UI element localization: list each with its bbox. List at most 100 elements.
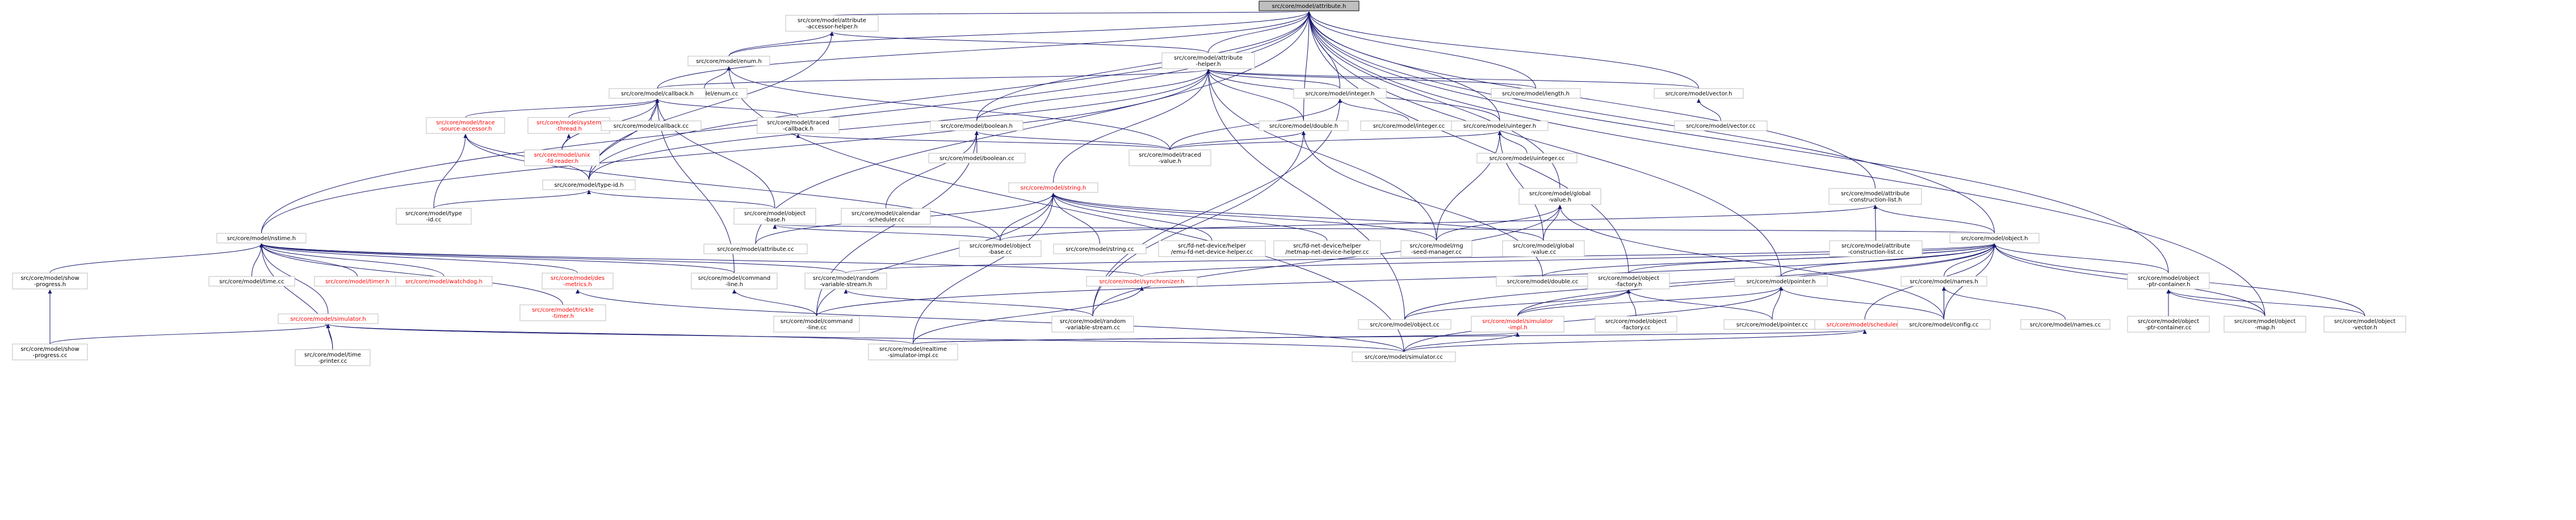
file-node[interactable]: src/core/model/pointer.h [1734,276,1828,287]
file-node-label: src/core/model/uinteger.h [1463,123,1536,129]
file-node[interactable]: src/core/model/watchdog.h [395,276,493,287]
file-node[interactable]: src/core/model/double.cc [1496,276,1589,287]
file-node[interactable]: src/core/model/callback.h [609,88,706,99]
file-node-box [1086,276,1198,287]
file-node[interactable]: src/core/model/names.h [1900,276,1987,287]
file-node[interactable]: src/core/model/object.h [1949,233,2040,244]
file-node[interactable]: src/fd-net-device/helper/netmap-net-devi… [1273,240,1381,257]
file-node[interactable]: src/core/model/show-progress.cc [12,343,88,360]
file-node[interactable]: src/core/model/command-line.cc [773,316,860,333]
file-node[interactable]: src/core/model/type-id.h [542,179,636,190]
file-node[interactable]: src/core/model/simulator.cc [1352,351,1456,362]
file-node[interactable]: src/core/model/object-base.h [733,208,816,225]
file-node[interactable]: src/core/model/callback.cc [601,120,702,131]
file-node[interactable]: src/core/model/attribute.cc [703,244,808,254]
file-node-label: src/core/model/attribute.h [1272,3,1346,10]
file-node-box [278,313,379,324]
file-node[interactable]: src/core/model/object-vector.h [2323,316,2406,333]
file-node[interactable]: src/core/model/type-id.cc [396,208,472,225]
file-node[interactable]: src/core/model/uinteger.h [1451,120,1549,131]
file-node[interactable]: src/core/model/global-value.h [1518,188,1601,205]
file-node-label: -factory.h [1616,282,1642,288]
file-node[interactable]: src/core/model/boolean.cc [928,153,1026,163]
file-node-label: src/core/model/random [1060,318,1126,325]
file-node[interactable]: src/core/model/simulator-impl.h [1471,316,1564,333]
file-node[interactable]: src/core/model/random-variable-stream.h [804,272,887,290]
include-edge [655,98,799,118]
file-node[interactable]: src/core/model/attribute-construction-li… [1829,240,1923,257]
file-node[interactable]: src/core/model/attribute-accessor-helper… [785,15,879,32]
file-node[interactable]: src/core/model/double.h [1258,120,1349,131]
file-node[interactable]: src/core/model/trace-source-accessor.h [426,117,505,134]
file-node[interactable]: src/core/model/unix-fd-reader.h [524,149,600,166]
include-edge [259,243,846,274]
include-edge [1404,289,1631,320]
file-node[interactable]: src/core/model/object-ptr-container.cc [2127,316,2210,333]
file-node[interactable]: src/core/model/length.h [1491,88,1581,99]
include-edge [1206,69,1536,89]
include-edge [1307,11,1500,121]
file-node[interactable]: src/core/model/rng-seed-manager.cc [1400,240,1472,257]
file-node[interactable]: src/core/model/system-thread.h [527,117,610,134]
file-node[interactable]: src/core/model/string.cc [1053,244,1147,254]
include-edge [1942,286,2066,320]
file-node[interactable]: src/core/model/timer.h [314,276,401,287]
include-edge [589,98,660,181]
file-node-label: src/core/model/time [304,352,361,358]
file-node-label: -thread.h [556,126,582,132]
file-node[interactable]: src/core/model/command-line.h [691,272,778,290]
file-node[interactable]: src/core/model/string.h [1008,182,1098,193]
file-node[interactable]: src/core/model/simulator.h [278,313,379,324]
include-edge [49,243,263,274]
file-node[interactable]: src/fd-net-device/helper/emu-fd-net-devi… [1158,240,1266,257]
file-node[interactable]: src/core/model/config.cc [1897,319,1991,330]
file-node[interactable]: src/core/model/time.cc [208,276,295,287]
include-edge [913,286,1144,345]
file-node[interactable]: src/core/model/vector.h [1654,88,1744,99]
file-node[interactable]: src/core/model/object-factory.cc [1595,316,1677,333]
file-node[interactable]: src/core/model/realtime-simulator-impl.c… [868,343,958,360]
file-node[interactable]: src/core/model/traced-callback.h [757,117,840,134]
include-edge [976,69,1210,121]
file-node-box [930,120,1023,131]
include-edge [326,324,913,345]
file-node-label: -variable-stream.h [820,282,872,288]
file-node[interactable]: src/core/model/calendar-scheduler.cc [841,208,931,225]
root-file-node[interactable]: src/core/model/attribute.h [1258,1,1360,11]
include-edge [1051,192,1544,241]
file-node-box [2127,272,2210,290]
file-node[interactable]: src/core/model/object-factory.h [1587,272,1670,290]
file-node[interactable]: src/core/model/attribute-helper.h [1161,52,1255,69]
file-node-label: src/core/model/command [698,275,770,282]
file-node[interactable]: src/core/model/pointer.cc [1723,319,1821,330]
file-node-label: -scheduler.cc [867,217,905,223]
file-node[interactable]: src/core/model/show-progress.h [12,272,88,290]
file-node[interactable]: src/core/model/object-base.cc [959,240,1042,257]
include-edge [576,289,1404,353]
file-node[interactable]: src/core/model/object-ptr-container.h [2127,272,2210,290]
include-edge [845,243,1996,274]
file-node-box [542,272,614,290]
file-node[interactable]: src/core/model/integer.h [1293,88,1387,99]
file-node[interactable]: src/core/model/object-map.h [2223,316,2306,333]
file-node[interactable]: src/core/model/names.cc [2020,319,2111,330]
file-node[interactable]: src/core/model/nstime.h [216,233,307,244]
file-node-box [1273,240,1381,257]
file-node[interactable]: src/core/model/uinteger.cc [1476,153,1578,163]
file-node[interactable]: src/core/model/des-metrics.h [542,272,614,290]
file-node[interactable]: src/core/model/global-value.cc [1502,240,1585,257]
file-node[interactable]: src/core/model/synchronizer.h [1086,276,1198,287]
file-node-label: src/core/model/object [2138,318,2199,325]
file-node[interactable]: src/core/model/time-printer.cc [295,349,371,366]
file-node[interactable]: src/core/model/integer.cc [1360,120,1458,131]
file-node[interactable]: src/core/model/attribute-construction-li… [1828,188,1922,205]
file-node[interactable]: src/core/model/enum.h [687,56,770,66]
file-node[interactable]: src/core/model/trickle-timer.h [519,304,606,321]
file-node[interactable]: src/core/model/traced-value.h [1128,149,1211,166]
file-node[interactable]: src/core/model/object.cc [1358,319,1451,330]
file-node[interactable]: src/core/model/vector.cc [1674,120,1768,131]
file-node-box [2323,316,2406,333]
file-node-label: src/core/model/random [813,275,879,282]
file-node[interactable]: src/core/model/boolean.h [930,120,1023,131]
file-node[interactable]: src/core/model/random-variable-stream.cc [1051,316,1134,333]
